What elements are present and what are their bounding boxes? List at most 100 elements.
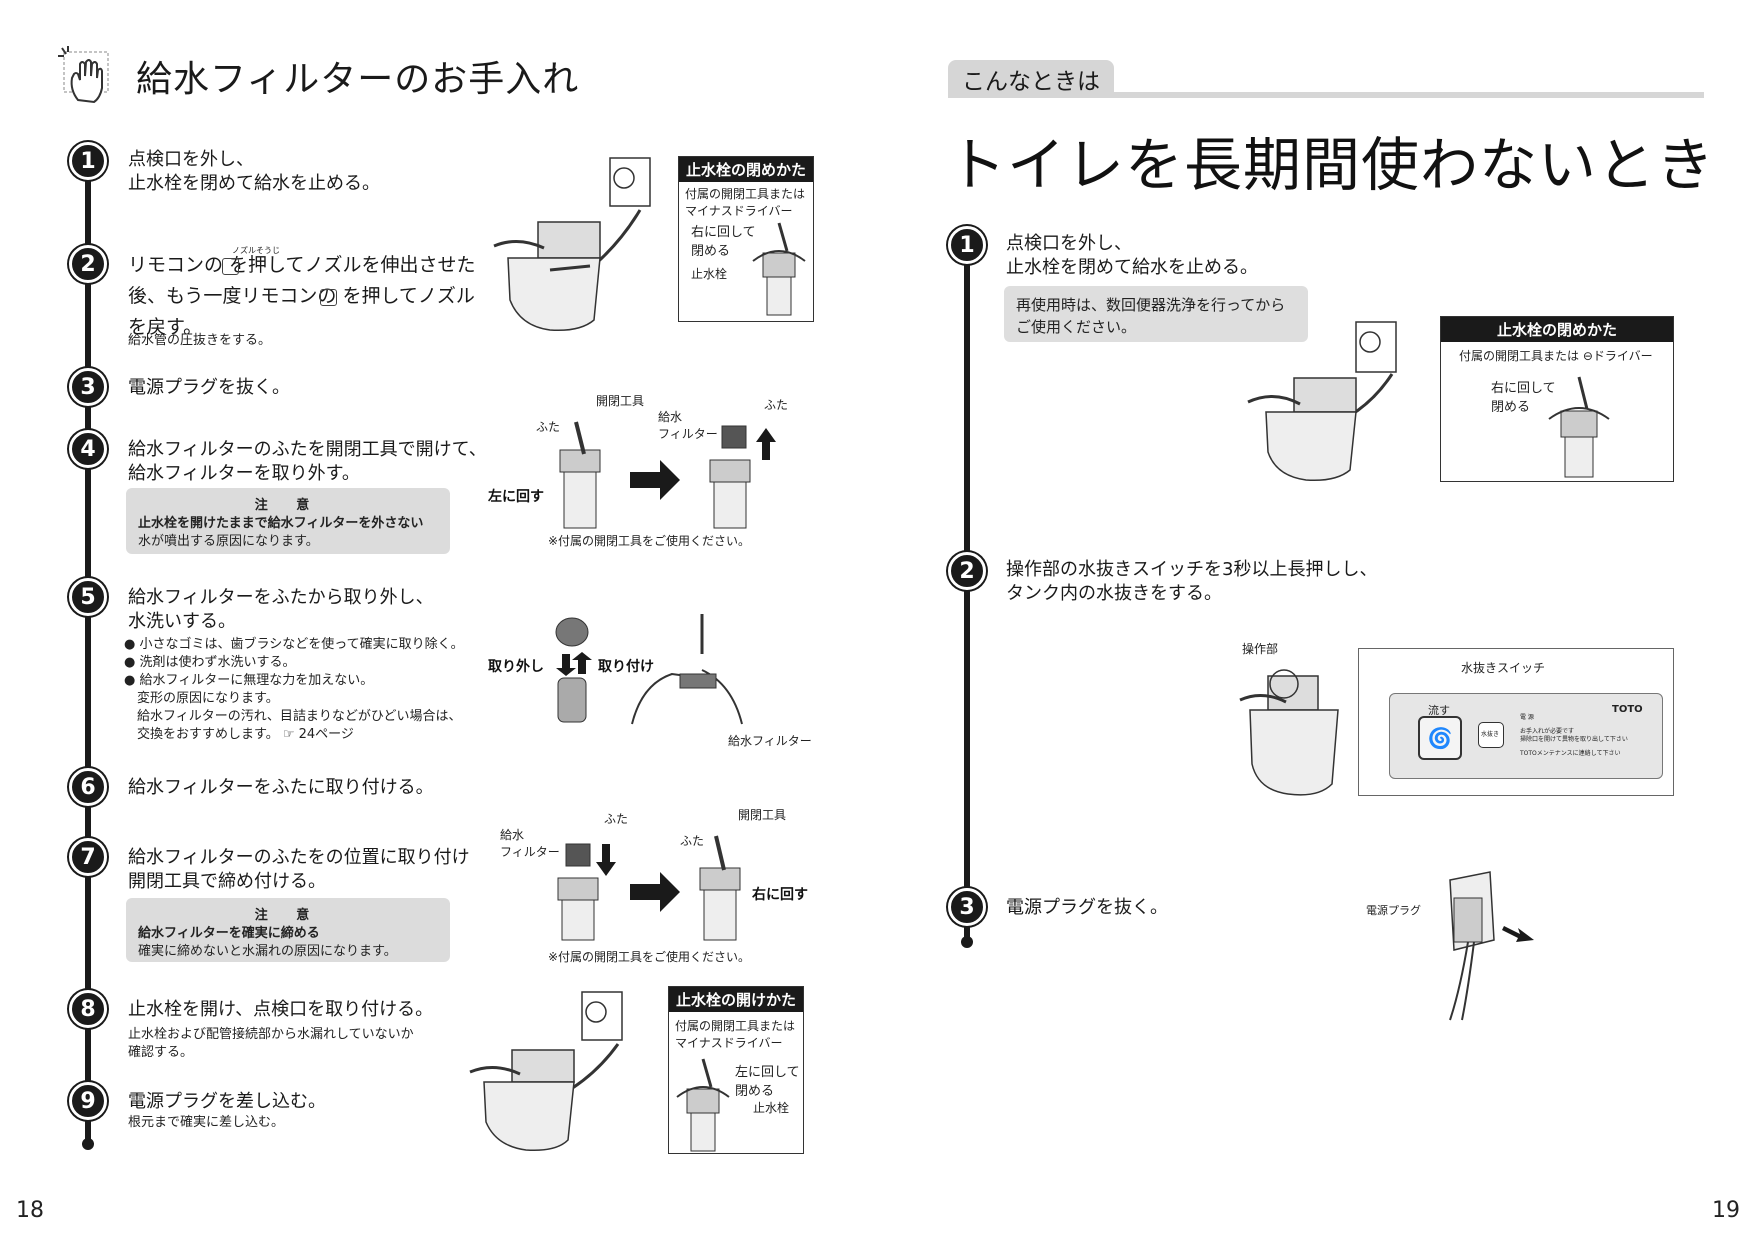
step-number: 8 (69, 990, 107, 1028)
attach-label: 取り付け (598, 659, 654, 675)
turn-right-label: 右に回す (752, 887, 808, 903)
step-number: 2 (948, 552, 986, 590)
flush-button[interactable]: 🌀 (1418, 716, 1462, 760)
panel-label: 操作部 (1242, 642, 1279, 656)
bullet-line: ● 小さなゴミは、歯ブラシなどを使って確実に取り除く。 (124, 637, 464, 652)
caution-heading: 注 意 (254, 908, 322, 923)
step-subtext: 根元まで確実に差し込む。 (128, 1115, 285, 1130)
step-number: 6 (69, 768, 107, 806)
page-title-left: 給水フィルターのお手入れ (136, 59, 580, 100)
step-text: 電源プラグを抜く。 (128, 377, 290, 398)
valve-icon (676, 1058, 730, 1152)
bullet-line: 給水フィルターの汚れ、目詰まりなどがひどい場合は、 (124, 709, 462, 724)
step-text: 給水フィルターのふたをの位置に取り付け 開閉工具で締め付ける。 (128, 847, 470, 892)
indicator-item: TOTOメンテナンスに連絡して下さい (1520, 750, 1621, 757)
step-bullets: ● 小さなゴミは、歯ブラシなどを使って確実に取り除く。 ● 洗剤は使わず水洗いす… (124, 636, 484, 744)
switch-label: 水抜きスイッチ (1461, 661, 1546, 675)
indicator-item: お手入れが必要です 掃除口を開けて異物を取り出して下さい (1520, 728, 1628, 743)
valve-icon (1548, 376, 1610, 478)
toilet-valve-illustration (493, 157, 651, 332)
drain-switch-label: 水抜き (1481, 731, 1500, 738)
lid-label: ふた (604, 812, 629, 826)
step-text: 止水栓を開け、点検口を取り付ける。 (128, 999, 434, 1020)
bullet-line: 変形の原因になります。 (124, 691, 279, 706)
remove-label: 取り外し (488, 659, 544, 675)
toilet-valve-illustration (469, 991, 623, 1152)
turn-label: 右に回して 閉める (691, 225, 756, 259)
section-rule (948, 92, 1704, 98)
hand-touch-icon (56, 44, 120, 108)
valve-open-box: 止水栓の開けかた 付属の開閉工具または マイナスドライバー 左に回して 閉める … (668, 986, 804, 1154)
indicator-item: 電 源 (1520, 714, 1534, 721)
control-panel: 流す 🌀 水抜き TOTO 電 源 お手入れが必要です 掃除口を開けて異物を取り… (1389, 693, 1663, 779)
page-number-left: 18 (16, 1198, 44, 1223)
step-number: 3 (948, 888, 986, 926)
step-rail-end-right (961, 936, 973, 948)
step-text: 給水フィルターのふたを開閉工具で開けて、 給水フィルターを取り外す。 (128, 439, 487, 484)
turn-label: 右に回して 閉める (1491, 381, 1556, 415)
step-text: 給水フィルターをふたから取り外し、 水洗いする。 (128, 587, 434, 632)
step-number: 9 (69, 1082, 107, 1120)
flush-label: 流す (1428, 704, 1450, 717)
step-text: 点検口を外し、 止水栓を閉めて給水を止める。 (128, 149, 380, 194)
tool-label: 付属の開閉工具または ⊖ドライバー (1459, 349, 1653, 363)
swirl-icon: 🌀 (1427, 726, 1453, 750)
step-number: 2 (69, 245, 107, 283)
step-number: 3 (69, 368, 107, 406)
step-number: 1 (69, 142, 107, 180)
filter-washing-illustration (555, 614, 743, 725)
filter-label: 給水 フィルター (658, 410, 718, 441)
step-number: 1 (948, 226, 986, 264)
power-plug-illustration (1449, 871, 1534, 1021)
bullet-line: 交換をおすすめします。 ☞ 24ページ (124, 727, 354, 742)
valve-close-box: 止水栓の閉めかた 付属の開閉工具または ⊖ドライバー 右に回して 閉める (1440, 316, 1674, 482)
step-text: 操作部の水抜きスイッチを3秒以上長押しし、 タンク内の水抜きをする。 (1006, 559, 1378, 604)
step-number: 7 (69, 838, 107, 876)
step-text: 電源プラグを抜く。 (1006, 897, 1168, 918)
filter-attach-illustration (557, 835, 741, 941)
step-rail-left (85, 160, 91, 1140)
bullet-line: ● 洗剤は使わず水洗いする。 (124, 655, 296, 670)
step-subtext: 給水管の圧抜きをする。 (128, 333, 272, 348)
box-title: 止水栓の開けかた (669, 987, 803, 1012)
valve-close-box: 止水栓の閉めかた 付属の開閉工具または マイナスドライバー 右に回して 閉める … (678, 156, 814, 322)
nozzle-button-icon (222, 258, 239, 275)
indicator-list: 電 源 お手入れが必要です 掃除口を開けて異物を取り出して下さい TOTOメンテ… (1520, 714, 1628, 758)
step-rail-right (964, 244, 970, 940)
caution-reason: 確実に締めないと水漏れの原因になります。 (138, 944, 397, 959)
caution-box: 注 意 止水栓を開けたままで給水フィルターを外さない 水が噴出する原因になります… (126, 488, 450, 554)
tool-label: 開閉工具 (596, 394, 645, 408)
caution-box: 注 意 給水フィルターを確実に締める 確実に締めないと水漏れの原因になります。 (126, 898, 450, 962)
toilet-panel-illustration (1239, 669, 1339, 796)
drain-switch[interactable]: 水抜き (1478, 722, 1504, 748)
tool-note: ※付属の開閉工具をご使用ください。 (548, 534, 751, 548)
tool-note: ※付属の開閉工具をご使用ください。 (548, 950, 751, 964)
step-subtext: 止水栓および配管接続部から水漏れしていないか 確認する。 (128, 1027, 414, 1060)
tool-label: 付属の開閉工具または マイナスドライバー (675, 1019, 796, 1050)
toilet-valve-illustration (1247, 321, 1397, 482)
step-number: 4 (69, 430, 107, 468)
step-rail-end-left (82, 1138, 94, 1150)
lid-label: ふた (536, 420, 561, 434)
caution-text: 止水栓を開けたままで給水フィルターを外さない (138, 516, 424, 531)
caution-reason: 水が噴出する原因になります。 (138, 534, 319, 549)
turn-label: 左に回して 閉める (735, 1065, 800, 1099)
caution-text: 給水フィルターを確実に締める (138, 926, 320, 941)
filter-label: 給水フィルター (728, 734, 812, 748)
filter-removal-illustration (559, 421, 776, 529)
tool-label: 開閉工具 (738, 808, 787, 822)
box-title: 止水栓の閉めかた (679, 157, 813, 182)
control-panel-box: 水抜きスイッチ 流す 🌀 水抜き TOTO 電 源 お手入れが必要です 掃除口を… (1358, 648, 1674, 796)
step-text: 電源プラグを差し込む。 (128, 1091, 326, 1112)
valve-label: 止水栓 (753, 1101, 790, 1115)
valve-icon (752, 222, 806, 316)
button-ruby: ノズルそうじ (232, 246, 280, 255)
valve-label: 止水栓 (691, 267, 728, 281)
step-number: 5 (69, 578, 107, 616)
lid-label: ふた (764, 398, 789, 412)
step-text: 点検口を外し、 止水栓を閉めて給水を止める。 (1006, 233, 1258, 278)
turn-left-label: 左に回す (488, 489, 544, 505)
nozzle-button-icon (320, 289, 337, 306)
step-text: リモコンの を押してノズルを伸出させた 後、もう一度リモコンの を押してノズル … (128, 254, 476, 338)
step-text: 給水フィルターをふたに取り付ける。 (128, 777, 434, 798)
